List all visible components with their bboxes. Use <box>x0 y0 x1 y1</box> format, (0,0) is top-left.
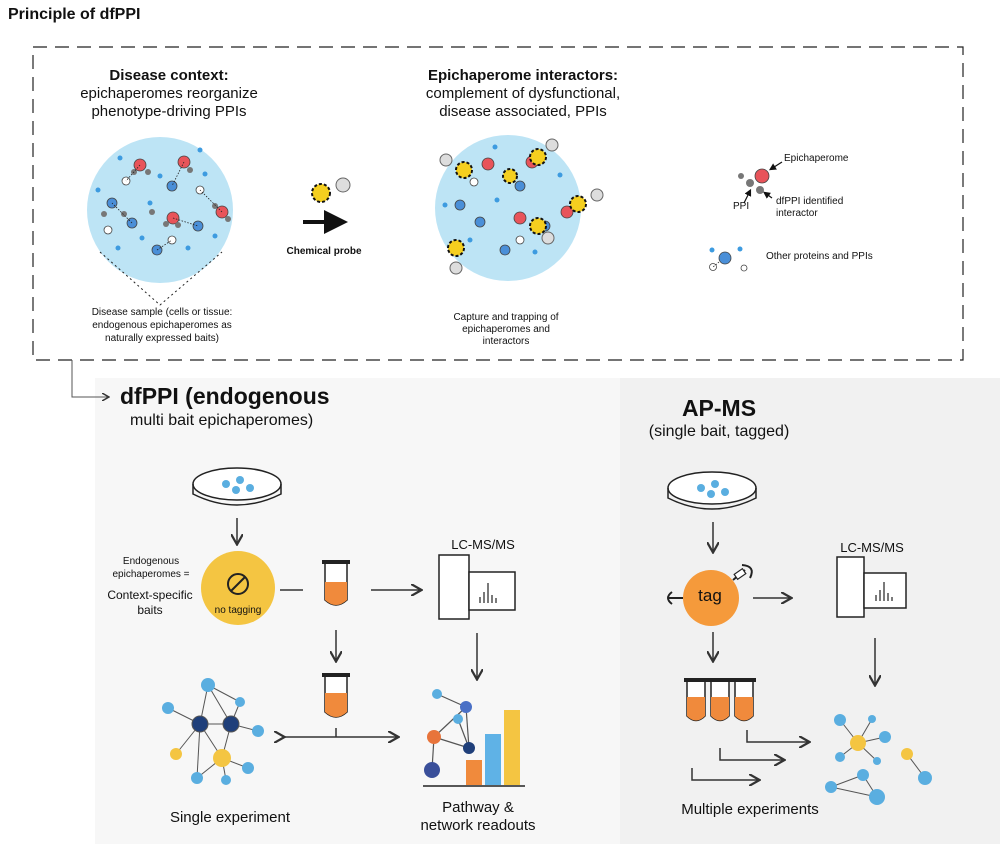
interactors-sub-line-1: complement of dysfunctional, <box>425 85 621 102</box>
endogenous-line-1: Endogenous <box>122 556 180 567</box>
dfppi-tube-1-icon <box>322 560 350 606</box>
page-title: Principle of dfPPI <box>8 6 141 23</box>
multiple-experiments-label: Multiple experiments <box>681 801 819 818</box>
capture-caption-line-2: epichaperomes and <box>462 324 550 335</box>
capture-caption-line-3: interactors <box>482 336 530 347</box>
dfppi-heading: dfPPI (endogenous <box>120 383 330 409</box>
legend-epichaperome: Epichaperome <box>784 153 849 164</box>
tag-bait <box>667 564 753 626</box>
capture-circle <box>435 135 604 281</box>
endogenous-line-4: baits <box>137 603 163 617</box>
apms-lcms-instrument-icon <box>836 556 907 618</box>
apms-network-icon <box>825 714 932 805</box>
tag-label: tag <box>698 586 722 605</box>
single-experiment-label: Single experiment <box>169 809 291 826</box>
apms-tubes-icon <box>684 678 756 722</box>
dfppi-tube-2-icon <box>322 673 350 718</box>
pathway-readout-icon <box>423 689 525 787</box>
disease-sample-circle <box>87 137 233 306</box>
interactors-sub-line-2: disease associated, PPIs <box>439 103 607 120</box>
dfppi-dish-icon <box>192 467 282 506</box>
pathway-line-1: Pathway & <box>442 799 514 816</box>
legend-icons <box>709 161 783 272</box>
bar-yellow <box>504 710 520 785</box>
apms-subheading: (single bait, tagged) <box>648 423 790 440</box>
chemical-probe-icon <box>311 177 351 203</box>
dfppi-lcms-label: LC-MS/MS <box>451 537 515 552</box>
legend-dfppi-interactor-line-1: dfPPI identified <box>776 196 844 207</box>
principle-box <box>32 46 964 361</box>
apms-heading: AP-MS <box>681 395 757 421</box>
pathway-line-2: network readouts <box>420 817 536 834</box>
capture-caption-line-1: Capture and trapping of <box>453 312 559 323</box>
apms-lcms-label: LC-MS/MS <box>840 540 904 555</box>
disease-heading: Disease context: <box>109 67 229 84</box>
dfppi-subheading: multi bait epichaperomes) <box>130 412 314 429</box>
dfppi-lcms-instrument-icon <box>438 554 516 620</box>
apms-panel-bg <box>620 378 1000 844</box>
disease-sub-line-1: epichaperomes reorganize <box>80 85 258 102</box>
bar-orange <box>466 760 482 785</box>
bar-blue <box>485 734 501 785</box>
endogenous-line-2: epichaperomes = <box>112 569 190 580</box>
sample-caption-line-2: endogenous epichaperomes as <box>92 320 232 331</box>
no-tagging-label: no tagging <box>214 605 262 616</box>
legend-ppi: PPI <box>733 201 750 212</box>
interactors-heading: Epichaperome interactors: <box>427 67 619 84</box>
endogenous-line-3: Context-specific <box>107 588 193 602</box>
legend-other-proteins: Other proteins and PPIs <box>766 251 873 262</box>
sample-caption-line-3: naturally expressed baits) <box>105 333 219 344</box>
legend-dfppi-interactor-line-2: interactor <box>776 208 818 219</box>
apms-dish-icon <box>667 471 757 510</box>
dfppi-network-icon <box>162 678 264 785</box>
multiple-experiment-arrows <box>691 730 808 780</box>
no-tagging-bait <box>201 551 275 625</box>
chemical-probe-label: Chemical probe <box>286 246 362 257</box>
disease-sub-line-2: phenotype-driving PPIs <box>91 103 247 120</box>
principle-to-dfppi-connector <box>71 360 108 397</box>
dfppi-panel-bg <box>95 378 620 844</box>
sample-caption-line-1: Disease sample (cells or tissue: <box>91 307 233 318</box>
